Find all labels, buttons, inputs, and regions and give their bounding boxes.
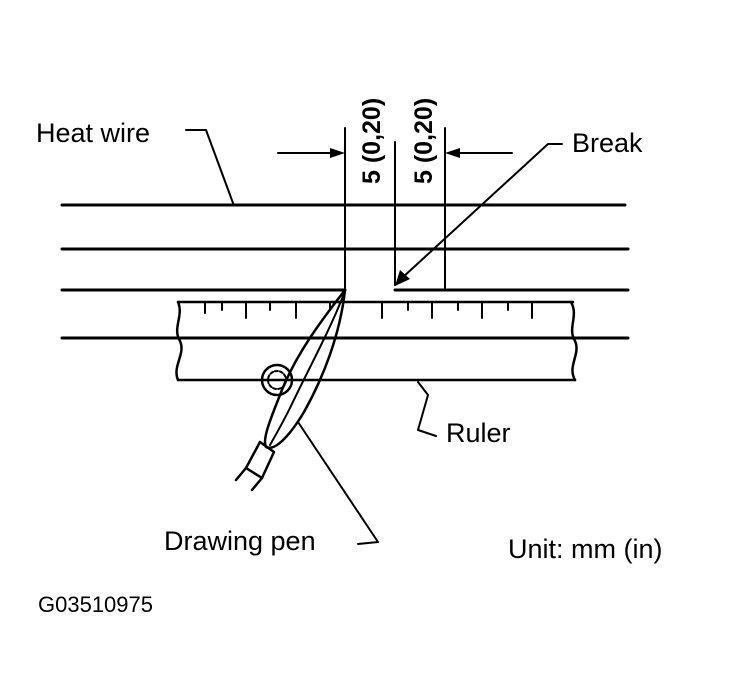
ruler-right-break: [569, 300, 578, 382]
pen-blade-inner: [269, 295, 344, 446]
break-callout: [395, 143, 563, 286]
ruler-body: [180, 302, 575, 380]
heat-wire-leader: [185, 129, 234, 204]
pen-adjust-wheel-inner: [267, 370, 287, 390]
dimension-text-left: 5 (0,20): [358, 98, 386, 184]
heat-wire-label: Heat wire: [36, 118, 150, 148]
dimension-arrow-left-head: [330, 148, 345, 158]
ruler-left-break: [175, 300, 183, 382]
break-arrow-head: [395, 270, 410, 286]
drawing-pen-leader: [297, 421, 379, 545]
ruler-ticks: [204, 301, 533, 319]
ruler-leader: [417, 381, 437, 437]
figure-code: G03510975: [38, 592, 153, 617]
pen-shaft-left: [234, 466, 248, 482]
pen-shaft-right: [250, 476, 264, 492]
break-leader-line: [401, 143, 563, 279]
pen-adjust-wheel: [260, 363, 294, 397]
ruler-label: Ruler: [446, 418, 511, 448]
drawing-pen: [234, 288, 347, 492]
break-label: Break: [572, 128, 643, 158]
dimension-arrow-right-head: [445, 148, 460, 158]
dimension-lines: [277, 127, 513, 291]
heat-wires: [60, 203, 630, 340]
dimension-text-right: 5 (0,20): [410, 98, 438, 184]
unit-label: Unit: mm (in): [508, 534, 663, 564]
drawing-pen-label: Drawing pen: [164, 526, 316, 556]
ruler: [175, 300, 578, 382]
